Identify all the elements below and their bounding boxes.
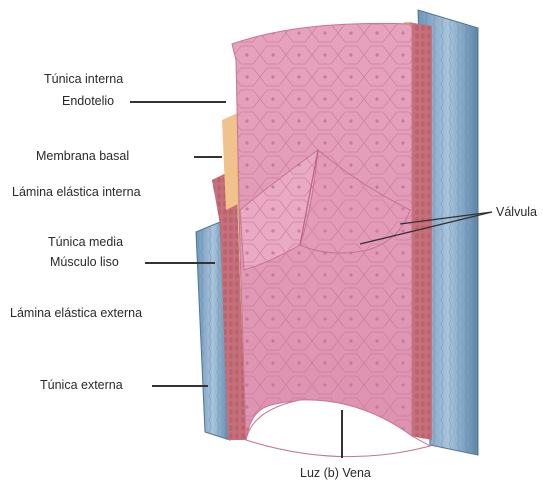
leader-luz-vena bbox=[341, 410, 343, 458]
label-luz-vena: Luz (b) Vena bbox=[300, 466, 371, 481]
